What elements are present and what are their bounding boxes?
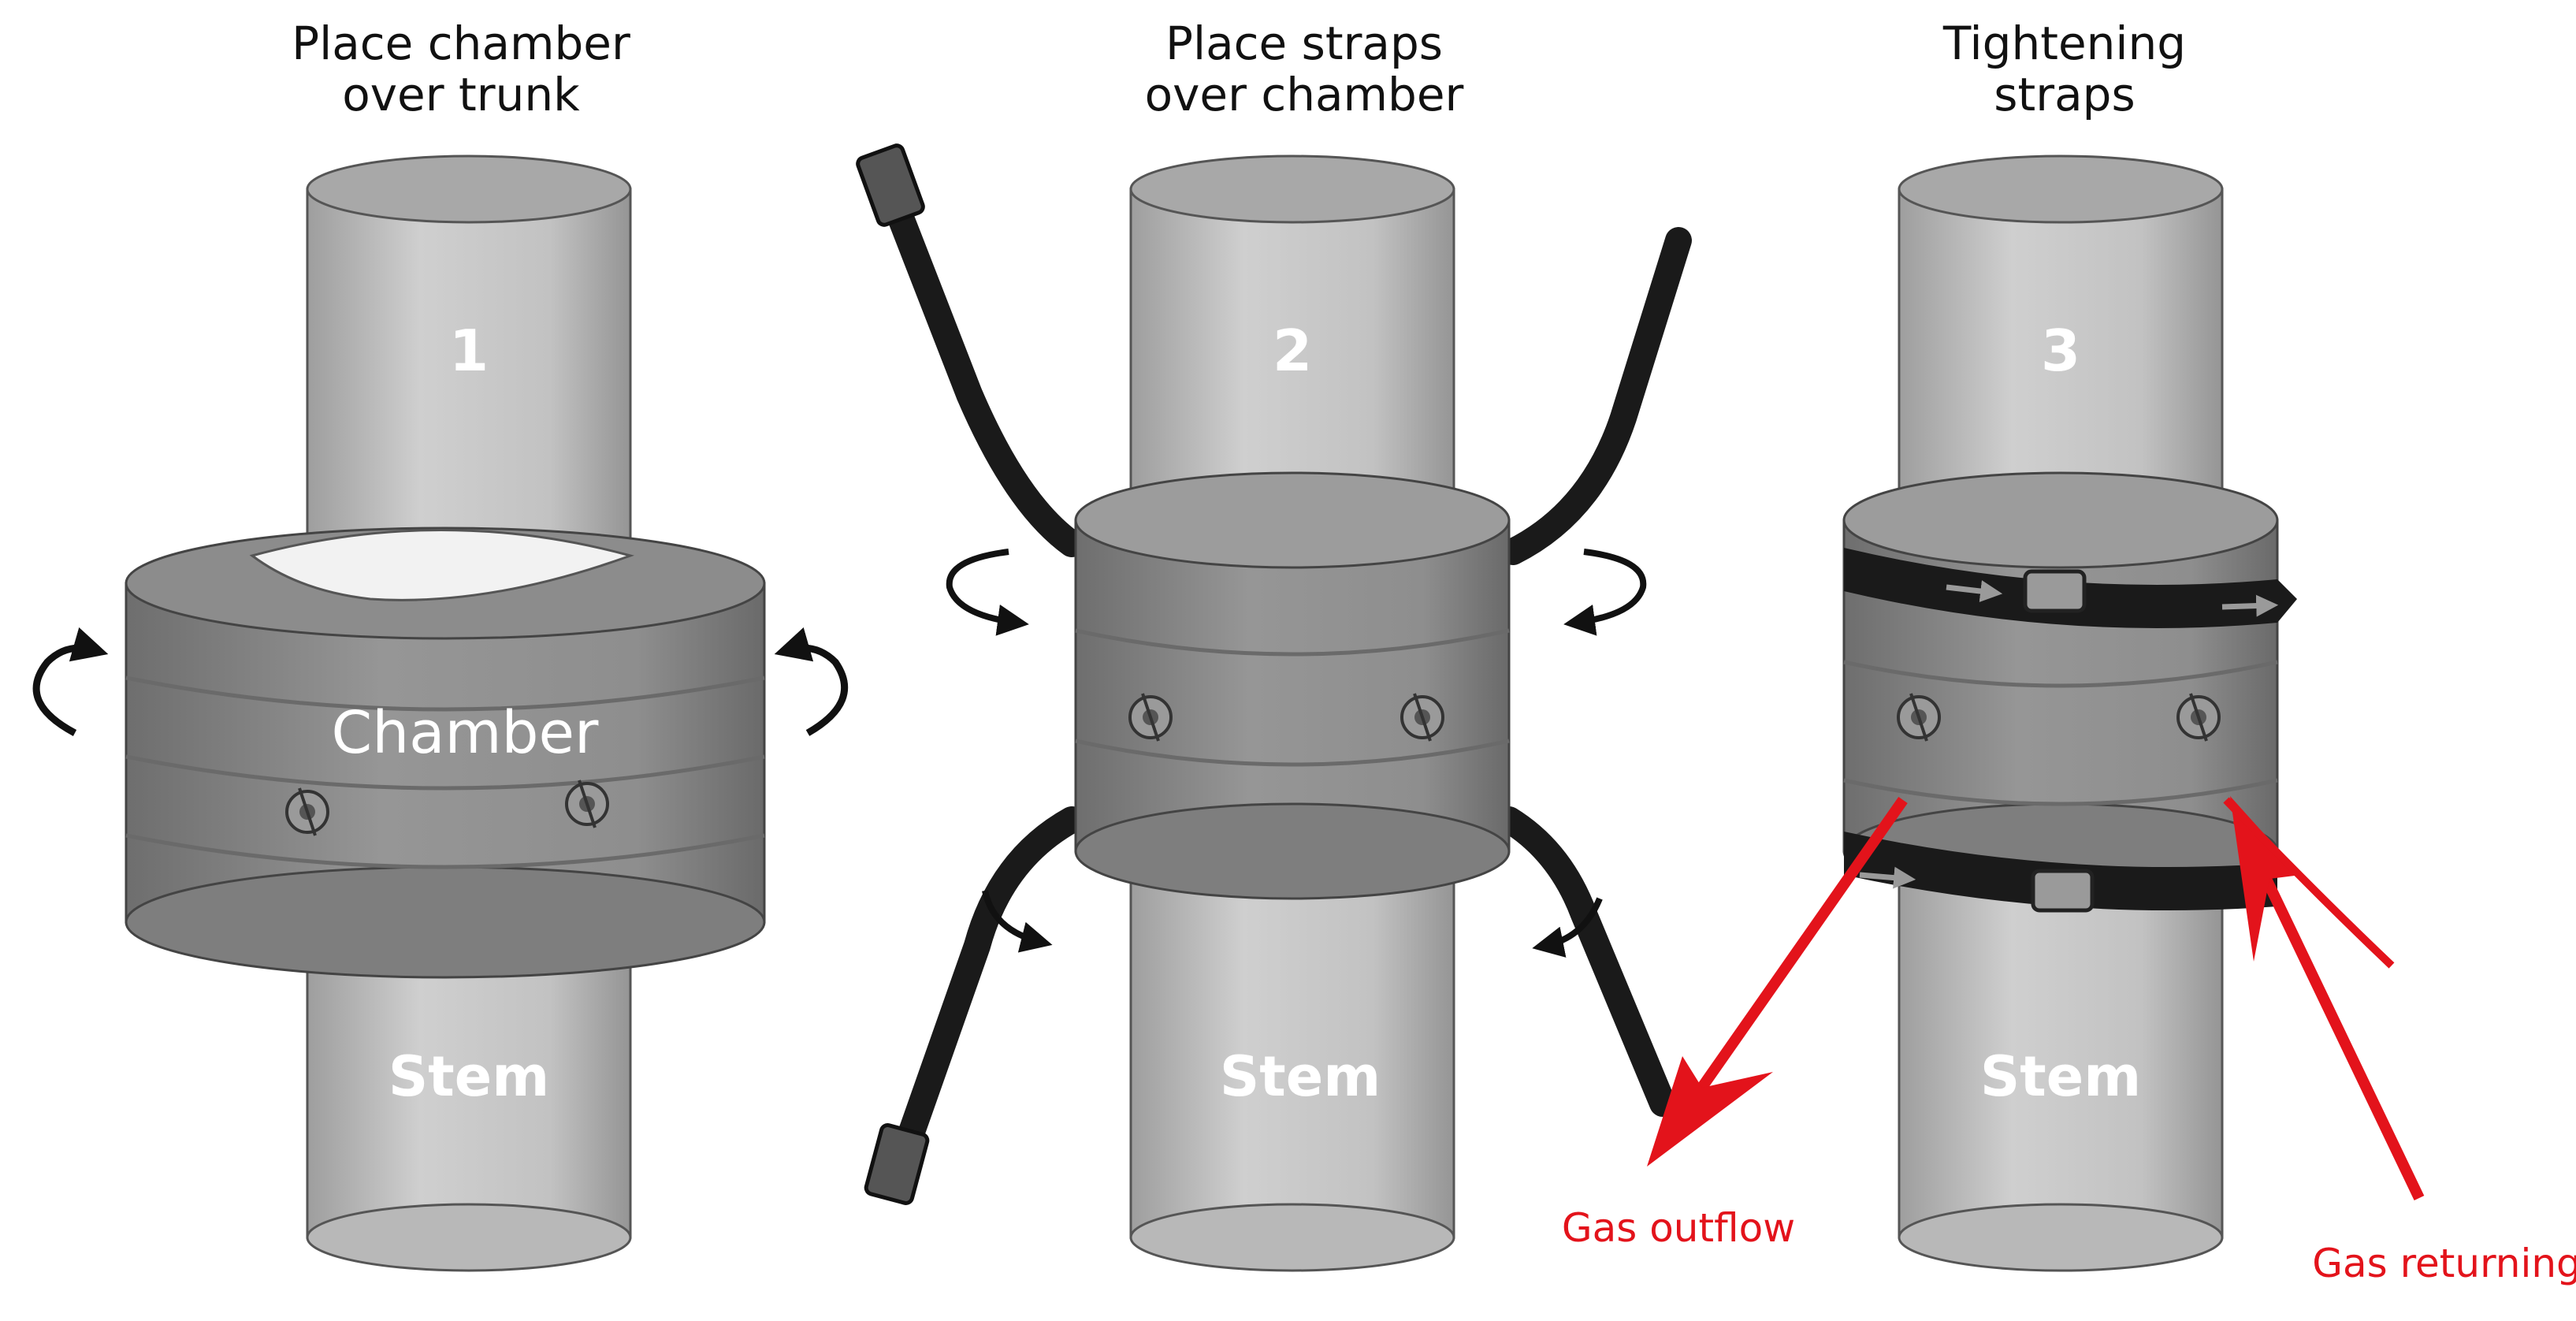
valve-icon	[1897, 693, 1941, 742]
strap-buckle-icon	[2023, 569, 2087, 613]
strap-buckle-icon	[856, 143, 925, 227]
strap-direction-arrow-icon	[2221, 594, 2279, 617]
panel-1-title-line1: Place chamber	[292, 17, 630, 70]
rotate-arrow-icon	[1532, 897, 1603, 958]
panel-2-number: 2	[1273, 318, 1312, 384]
chamber-label: Chamber	[332, 699, 600, 767]
panel-1-stem-label: Stem	[388, 1044, 549, 1109]
panel-3-chamber	[1842, 471, 2279, 900]
panel-2: Place straps over chamber	[856, 17, 1692, 1272]
valve-icon	[285, 787, 329, 836]
panel-3-title-line1: Tightening	[1942, 17, 2186, 70]
panel-2-chamber	[1074, 471, 1511, 900]
panel-3-strap-bottom	[1844, 832, 2277, 913]
rotate-arrow-icon	[946, 549, 1029, 636]
panel-3-title-line2: straps	[1994, 68, 2135, 121]
panel-3-number: 3	[2041, 318, 2080, 384]
panel-1-title-line2: over trunk	[342, 68, 580, 121]
strap-buckle-icon	[864, 1123, 930, 1205]
panel-1-chamber: Chamber	[125, 527, 766, 979]
strap-buckle-icon	[2031, 869, 2095, 913]
panel-2-title-line2: over chamber	[1145, 68, 1464, 121]
valve-icon	[565, 780, 609, 828]
panel-3: Tightening straps	[1842, 17, 2297, 1272]
valve-icon	[1400, 693, 1444, 742]
rotate-arrow-icon	[1563, 549, 1647, 636]
rotate-arrow-icon	[32, 627, 109, 736]
gas-returning-arrow	[2223, 796, 2425, 1201]
panel-1: Place chamber over trunk Chamber	[32, 17, 849, 1272]
panel-3-strap-top	[1844, 548, 2297, 628]
strap-direction-arrow-icon	[1859, 866, 1916, 889]
strap-direction-arrow-icon	[1946, 580, 2003, 602]
panel-1-number: 1	[449, 318, 489, 384]
valve-icon	[2176, 693, 2221, 742]
valve-icon	[1128, 693, 1173, 742]
gas-returning-label: Gas returning	[2312, 1241, 2576, 1286]
panel-2-strap-bottom-left	[864, 806, 1085, 1205]
panel-2-title-line1: Place straps	[1165, 17, 1443, 70]
panel-2-strap-bottom-right	[1496, 806, 1676, 1117]
panel-2-stem-label: Stem	[1220, 1044, 1381, 1109]
panel-2-strap-top-left	[856, 143, 1085, 557]
gas-outflow-arrow	[1647, 796, 1908, 1167]
gas-outflow-label: Gas outflow	[1562, 1205, 1795, 1251]
rotate-arrow-icon	[982, 890, 1053, 953]
panel-2-strap-top-right	[1500, 227, 1692, 565]
panel-3-stem-label: Stem	[1980, 1044, 2141, 1109]
rotate-arrow-icon	[774, 627, 849, 736]
